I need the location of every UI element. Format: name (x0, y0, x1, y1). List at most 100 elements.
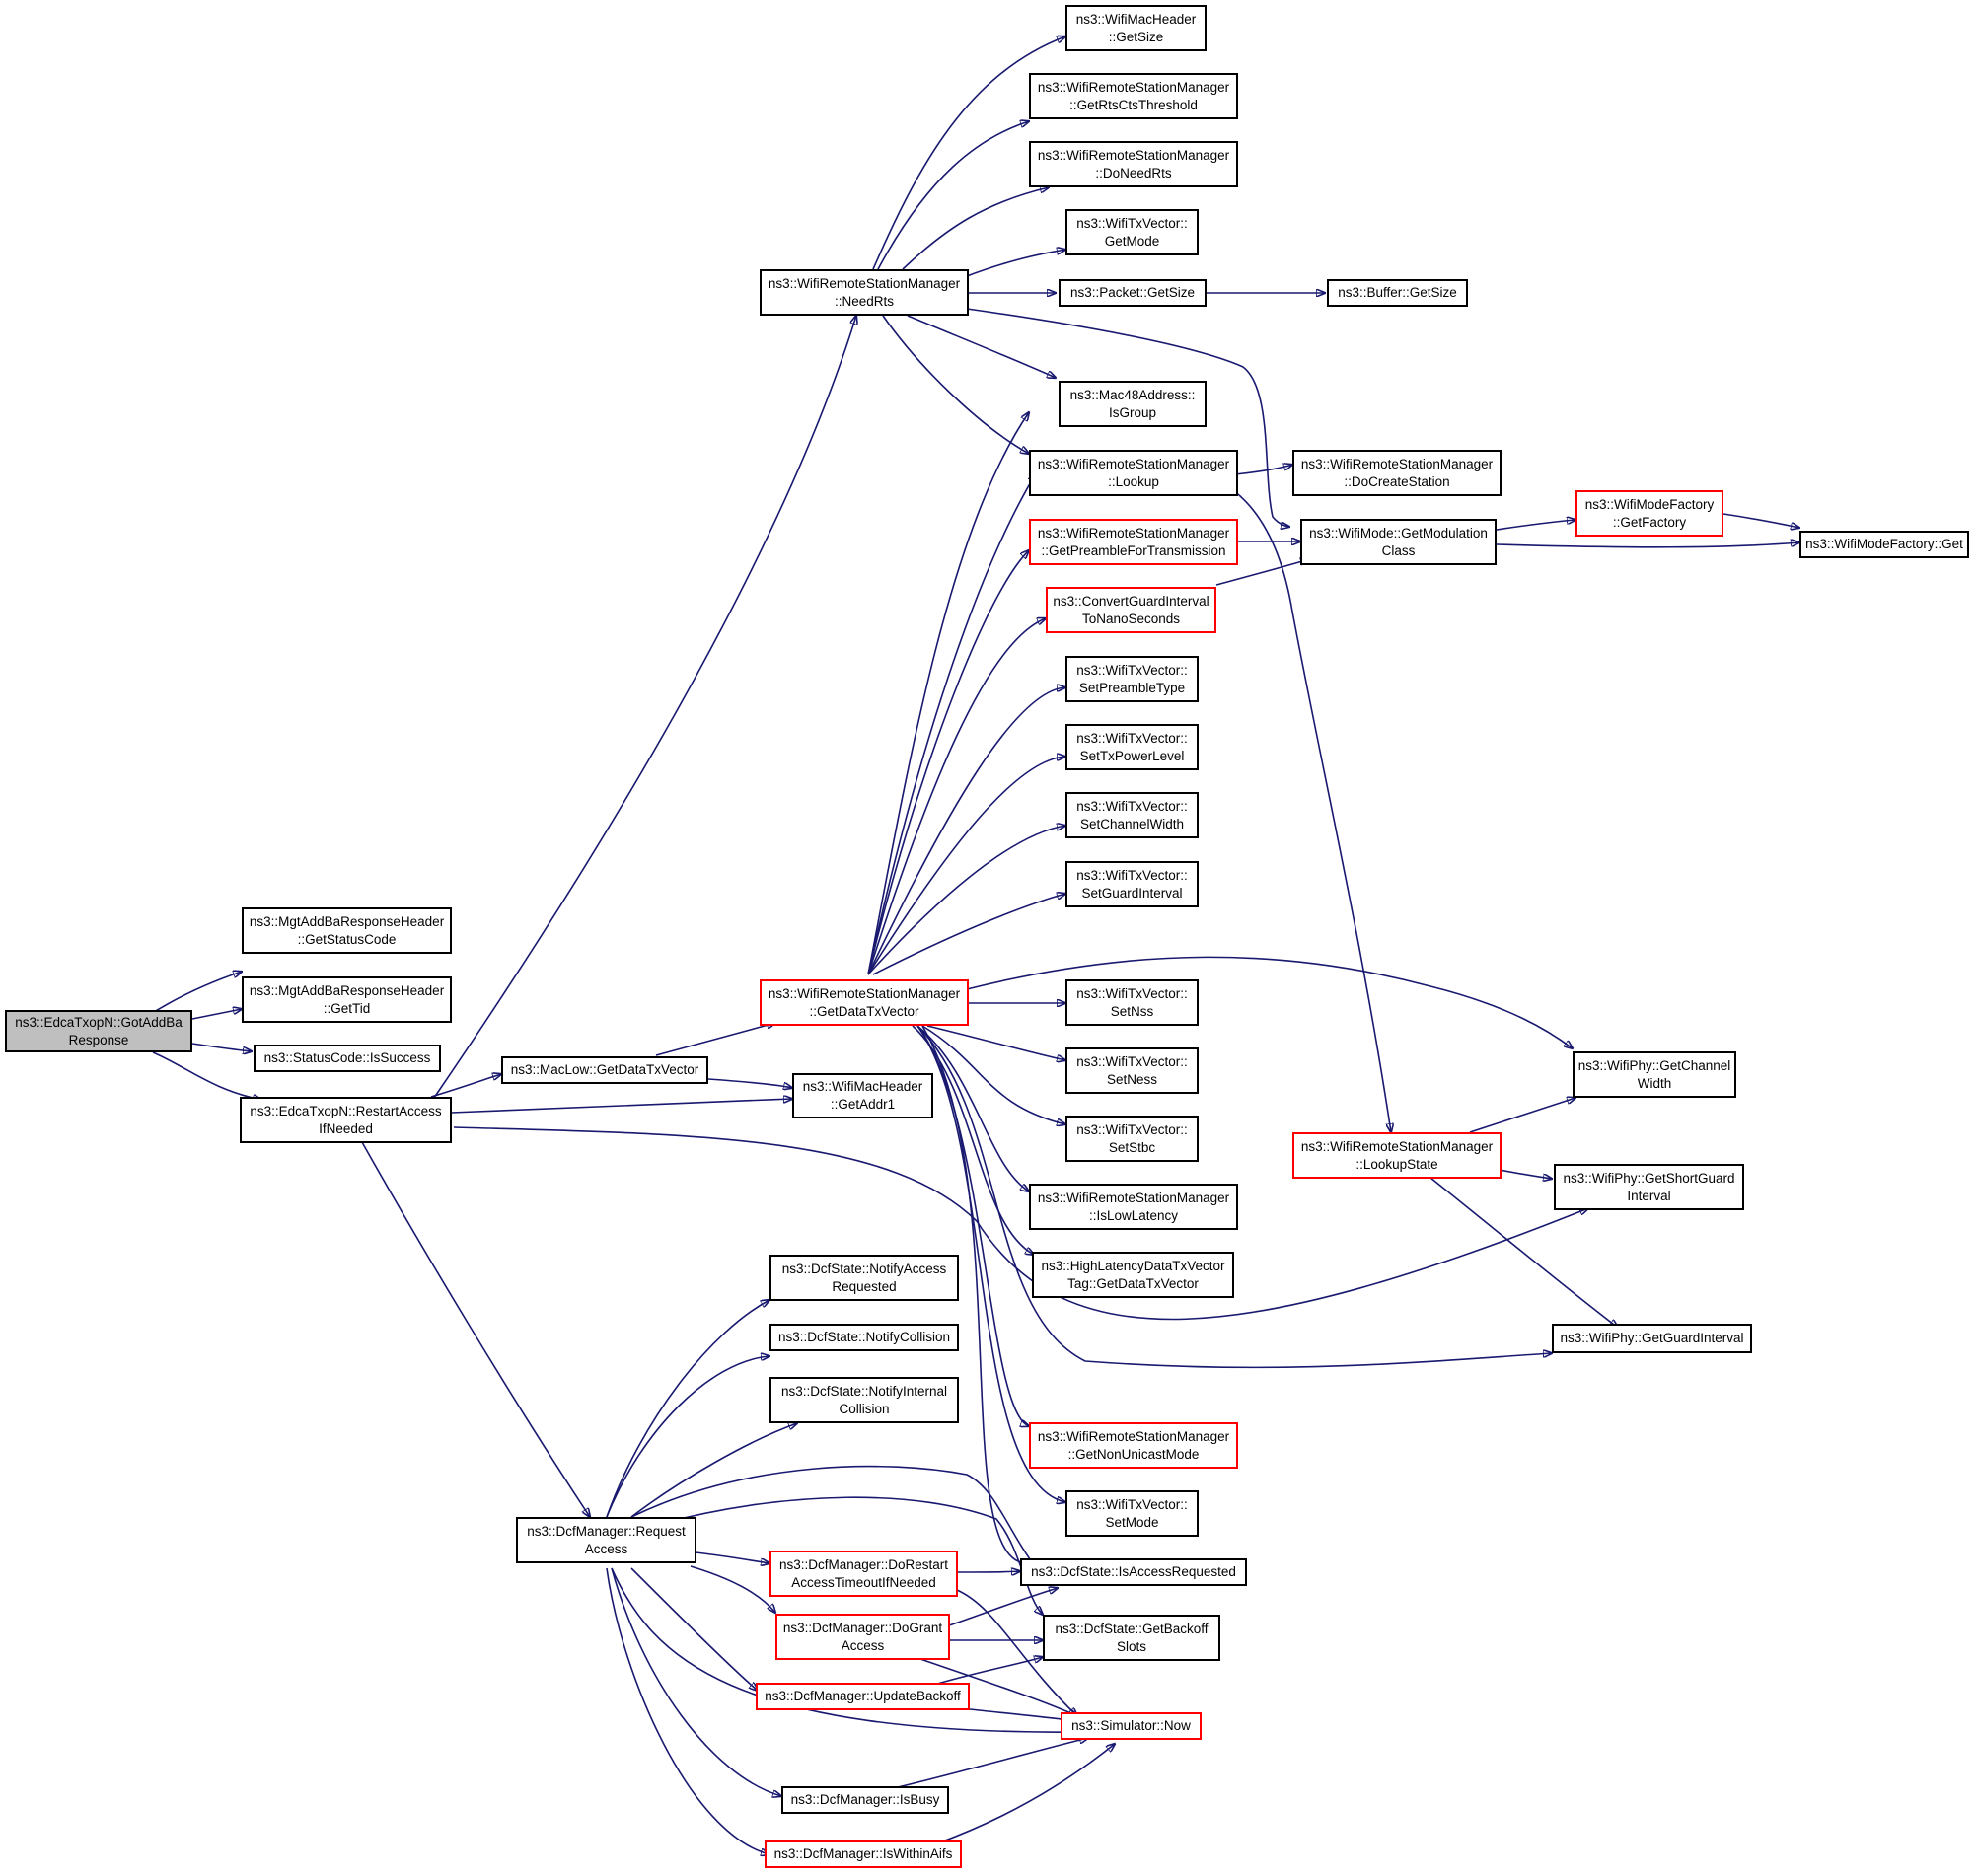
edge (611, 1567, 1088, 1732)
node-wifimacheader-getsize[interactable]: ns3::WifiMacHeader ::GetSize (1065, 5, 1207, 51)
node-wifitxvector-setchannelwidth[interactable]: ns3::WifiTxVector:: SetChannelWidth (1065, 792, 1199, 838)
edge (695, 1551, 769, 1563)
edge (450, 1099, 792, 1114)
node-wifiremotestationmanager-lookupstate[interactable]: ns3::WifiRemoteStationManager ::LookupSt… (1292, 1132, 1502, 1179)
edge (926, 1657, 1043, 1688)
edge (916, 1025, 1029, 1191)
node-dcfstate-isaccessrequested[interactable]: ns3::DcfState::IsAccessRequested (1020, 1558, 1247, 1586)
edge (921, 1025, 1065, 1124)
edge (606, 1300, 769, 1518)
node-wifiremotestationmanager-needrts[interactable]: ns3::WifiRemoteStationManager ::NeedRts (760, 269, 969, 316)
node-dcfmanager-updatebackoff[interactable]: ns3::DcfManager::UpdateBackoff (756, 1683, 970, 1710)
edge (936, 1744, 1115, 1844)
node-wifitxvector-setmode[interactable]: ns3::WifiTxVector:: SetMode (1065, 1490, 1199, 1537)
node-wifimodefactory-get[interactable]: ns3::WifiModeFactory::Get (1799, 531, 1969, 558)
edge (948, 1588, 1058, 1626)
node-wifitxvector-setstbc[interactable]: ns3::WifiTxVector:: SetStbc (1065, 1116, 1199, 1162)
node-wifiphy-getguardinterval[interactable]: ns3::WifiPhy::GetGuardInterval (1552, 1324, 1752, 1353)
edge (916, 1025, 1065, 1502)
node-highlatencydatatxvectortag-getdatatxvector[interactable]: ns3::HighLatencyDataTxVector Tag::GetDat… (1032, 1252, 1234, 1298)
edge (921, 1025, 1029, 1563)
edge (956, 1571, 1020, 1572)
edge (191, 1043, 252, 1051)
node-wifitxvector-setpreambletype[interactable]: ns3::WifiTxVector:: SetPreambleType (1065, 656, 1199, 702)
edge (630, 1465, 1038, 1570)
edge (655, 1023, 775, 1056)
edge (361, 1141, 590, 1517)
node-wifimodefactory-getfactory[interactable]: ns3::WifiModeFactory ::GetFactory (1575, 490, 1723, 537)
node-dcfmanager-requestaccess[interactable]: ns3::DcfManager::Request Access (516, 1517, 696, 1563)
node-wifimode-getmodulationclass[interactable]: ns3::WifiMode::GetModulation Class (1300, 519, 1497, 565)
node-wifiremotestationmanager-docreatestation[interactable]: ns3::WifiRemoteStationManager ::DoCreate… (1292, 450, 1502, 496)
edge (430, 1074, 501, 1098)
node-wifiremotestationmanager-getnonunicastmode[interactable]: ns3::WifiRemoteStationManager ::GetNonUn… (1029, 1422, 1238, 1469)
node-dcfmanager-iswithinaifs[interactable]: ns3::DcfManager::IsWithinAifs (765, 1840, 962, 1868)
node-dcfstate-notifycollision[interactable]: ns3::DcfState::NotifyCollision (769, 1324, 959, 1351)
edge (907, 315, 1056, 378)
node-maclow-getdatatxvector[interactable]: ns3::MacLow::GetDataTxVector (501, 1056, 708, 1084)
node-dcfmanager-dorestartaccesstimeoutifneeded[interactable]: ns3::DcfManager::DoRestart AccessTimeout… (769, 1551, 958, 1597)
node-wifiremotestationmanager-getpreamblefortransmission[interactable]: ns3::WifiRemoteStationManager ::GetPream… (1029, 519, 1238, 565)
edge (916, 1025, 1029, 1426)
edge (956, 1589, 1077, 1716)
edge-group (142, 36, 1799, 1854)
edge (882, 315, 1029, 454)
node-convertguardinterval-tonanoseconds[interactable]: ns3::ConvertGuardInterval ToNanoSeconds (1046, 587, 1216, 633)
node-wifitxvector-setness[interactable]: ns3::WifiTxVector:: SetNess (1065, 1047, 1199, 1094)
edge (966, 956, 1573, 1048)
edge (630, 1567, 758, 1691)
node-wifiphy-getshortguardinterval[interactable]: ns3::WifiPhy::GetShortGuard Interval (1554, 1164, 1744, 1210)
node-wifiremotestationmanager-lookup[interactable]: ns3::WifiRemoteStationManager ::Lookup (1029, 450, 1238, 496)
node-wifiphy-getchannelwidth[interactable]: ns3::WifiPhy::GetChannel Width (1573, 1051, 1736, 1098)
edge (1496, 520, 1575, 531)
edge (916, 1657, 1077, 1716)
node-dcfstate-notifyinternalcollision[interactable]: ns3::DcfState::NotifyInternal Collision (769, 1377, 959, 1423)
edge (1496, 542, 1799, 548)
edge (606, 1567, 769, 1854)
node-wifitxvector-settxpowerlevel[interactable]: ns3::WifiTxVector:: SetTxPowerLevel (1065, 724, 1199, 770)
node-buffer-getsize[interactable]: ns3::Buffer::GetSize (1327, 279, 1468, 307)
edge (926, 1025, 1065, 1060)
node-edcatxopn-gotaddbaresponse[interactable]: ns3::EdcaTxopN::GotAddBa Response (5, 1010, 192, 1052)
edge (1429, 1177, 1618, 1328)
edge (690, 1565, 775, 1613)
edge (916, 1025, 1552, 1369)
node-wifitxvector-getmode[interactable]: ns3::WifiTxVector:: GetMode (1065, 209, 1199, 255)
edge (872, 894, 1065, 975)
node-wifiremotestationmanager-getdatatxvector[interactable]: ns3::WifiRemoteStationManager ::GetDataT… (760, 979, 969, 1026)
edge (707, 1078, 792, 1088)
edge (152, 1051, 261, 1100)
node-wifimacheader-getaddr1[interactable]: ns3::WifiMacHeader ::GetAddr1 (792, 1073, 933, 1118)
edge (966, 250, 1065, 277)
node-wifitxvector-setguardinterval[interactable]: ns3::WifiTxVector:: SetGuardInterval (1065, 861, 1199, 907)
node-statuscode-issuccess[interactable]: ns3::StatusCode::IsSuccess (254, 1045, 441, 1072)
node-dcfstate-getbackoffslots[interactable]: ns3::DcfState::GetBackoff Slots (1043, 1615, 1220, 1661)
node-dcfmanager-isbusy[interactable]: ns3::DcfManager::IsBusy (781, 1786, 949, 1814)
node-edcatxopn-restartaccessifneeded[interactable]: ns3::EdcaTxopN::RestartAccess IfNeeded (240, 1097, 452, 1143)
node-wifiremotestationmanager-getrtsctsthreshold[interactable]: ns3::WifiRemoteStationManager ::GetRtsCt… (1029, 73, 1238, 119)
node-mac48address-isgroup[interactable]: ns3::Mac48Address:: IsGroup (1059, 381, 1207, 427)
node-packet-getsize[interactable]: ns3::Packet::GetSize (1059, 279, 1207, 307)
node-dcfmanager-dograntaccess[interactable]: ns3::DcfManager::DoGrant Access (775, 1614, 950, 1660)
edge (1499, 1169, 1552, 1179)
edge (867, 412, 1029, 975)
edge (912, 1025, 1034, 1255)
node-mgtaddbaresponseheader-getstatuscode[interactable]: ns3::MgtAddBaResponseHeader ::GetStatusC… (242, 907, 452, 954)
edge (867, 550, 1029, 975)
node-wifitxvector-setnss[interactable]: ns3::WifiTxVector:: SetNss (1065, 979, 1199, 1026)
node-wifiremotestationmanager-doneedrts[interactable]: ns3::WifiRemoteStationManager ::DoNeedRt… (1029, 141, 1238, 187)
edge (867, 757, 1065, 975)
node-mgtaddbaresponseheader-gettid[interactable]: ns3::MgtAddBaResponseHeader ::GetTid (242, 976, 452, 1023)
edge (191, 1009, 242, 1020)
node-dcfstate-notifyaccessrequested[interactable]: ns3::DcfState::NotifyAccess Requested (769, 1255, 959, 1301)
edge (1232, 489, 1391, 1132)
node-simulator-now[interactable]: ns3::Simulator::Now (1061, 1712, 1202, 1740)
edge (611, 1567, 781, 1796)
edge (867, 687, 1065, 975)
edge (966, 308, 1289, 527)
edge (1469, 1098, 1575, 1133)
edge (606, 1356, 769, 1518)
edge (867, 826, 1065, 975)
node-wifiremotestationmanager-islowlatency[interactable]: ns3::WifiRemoteStationManager ::IsLowLat… (1029, 1184, 1238, 1230)
